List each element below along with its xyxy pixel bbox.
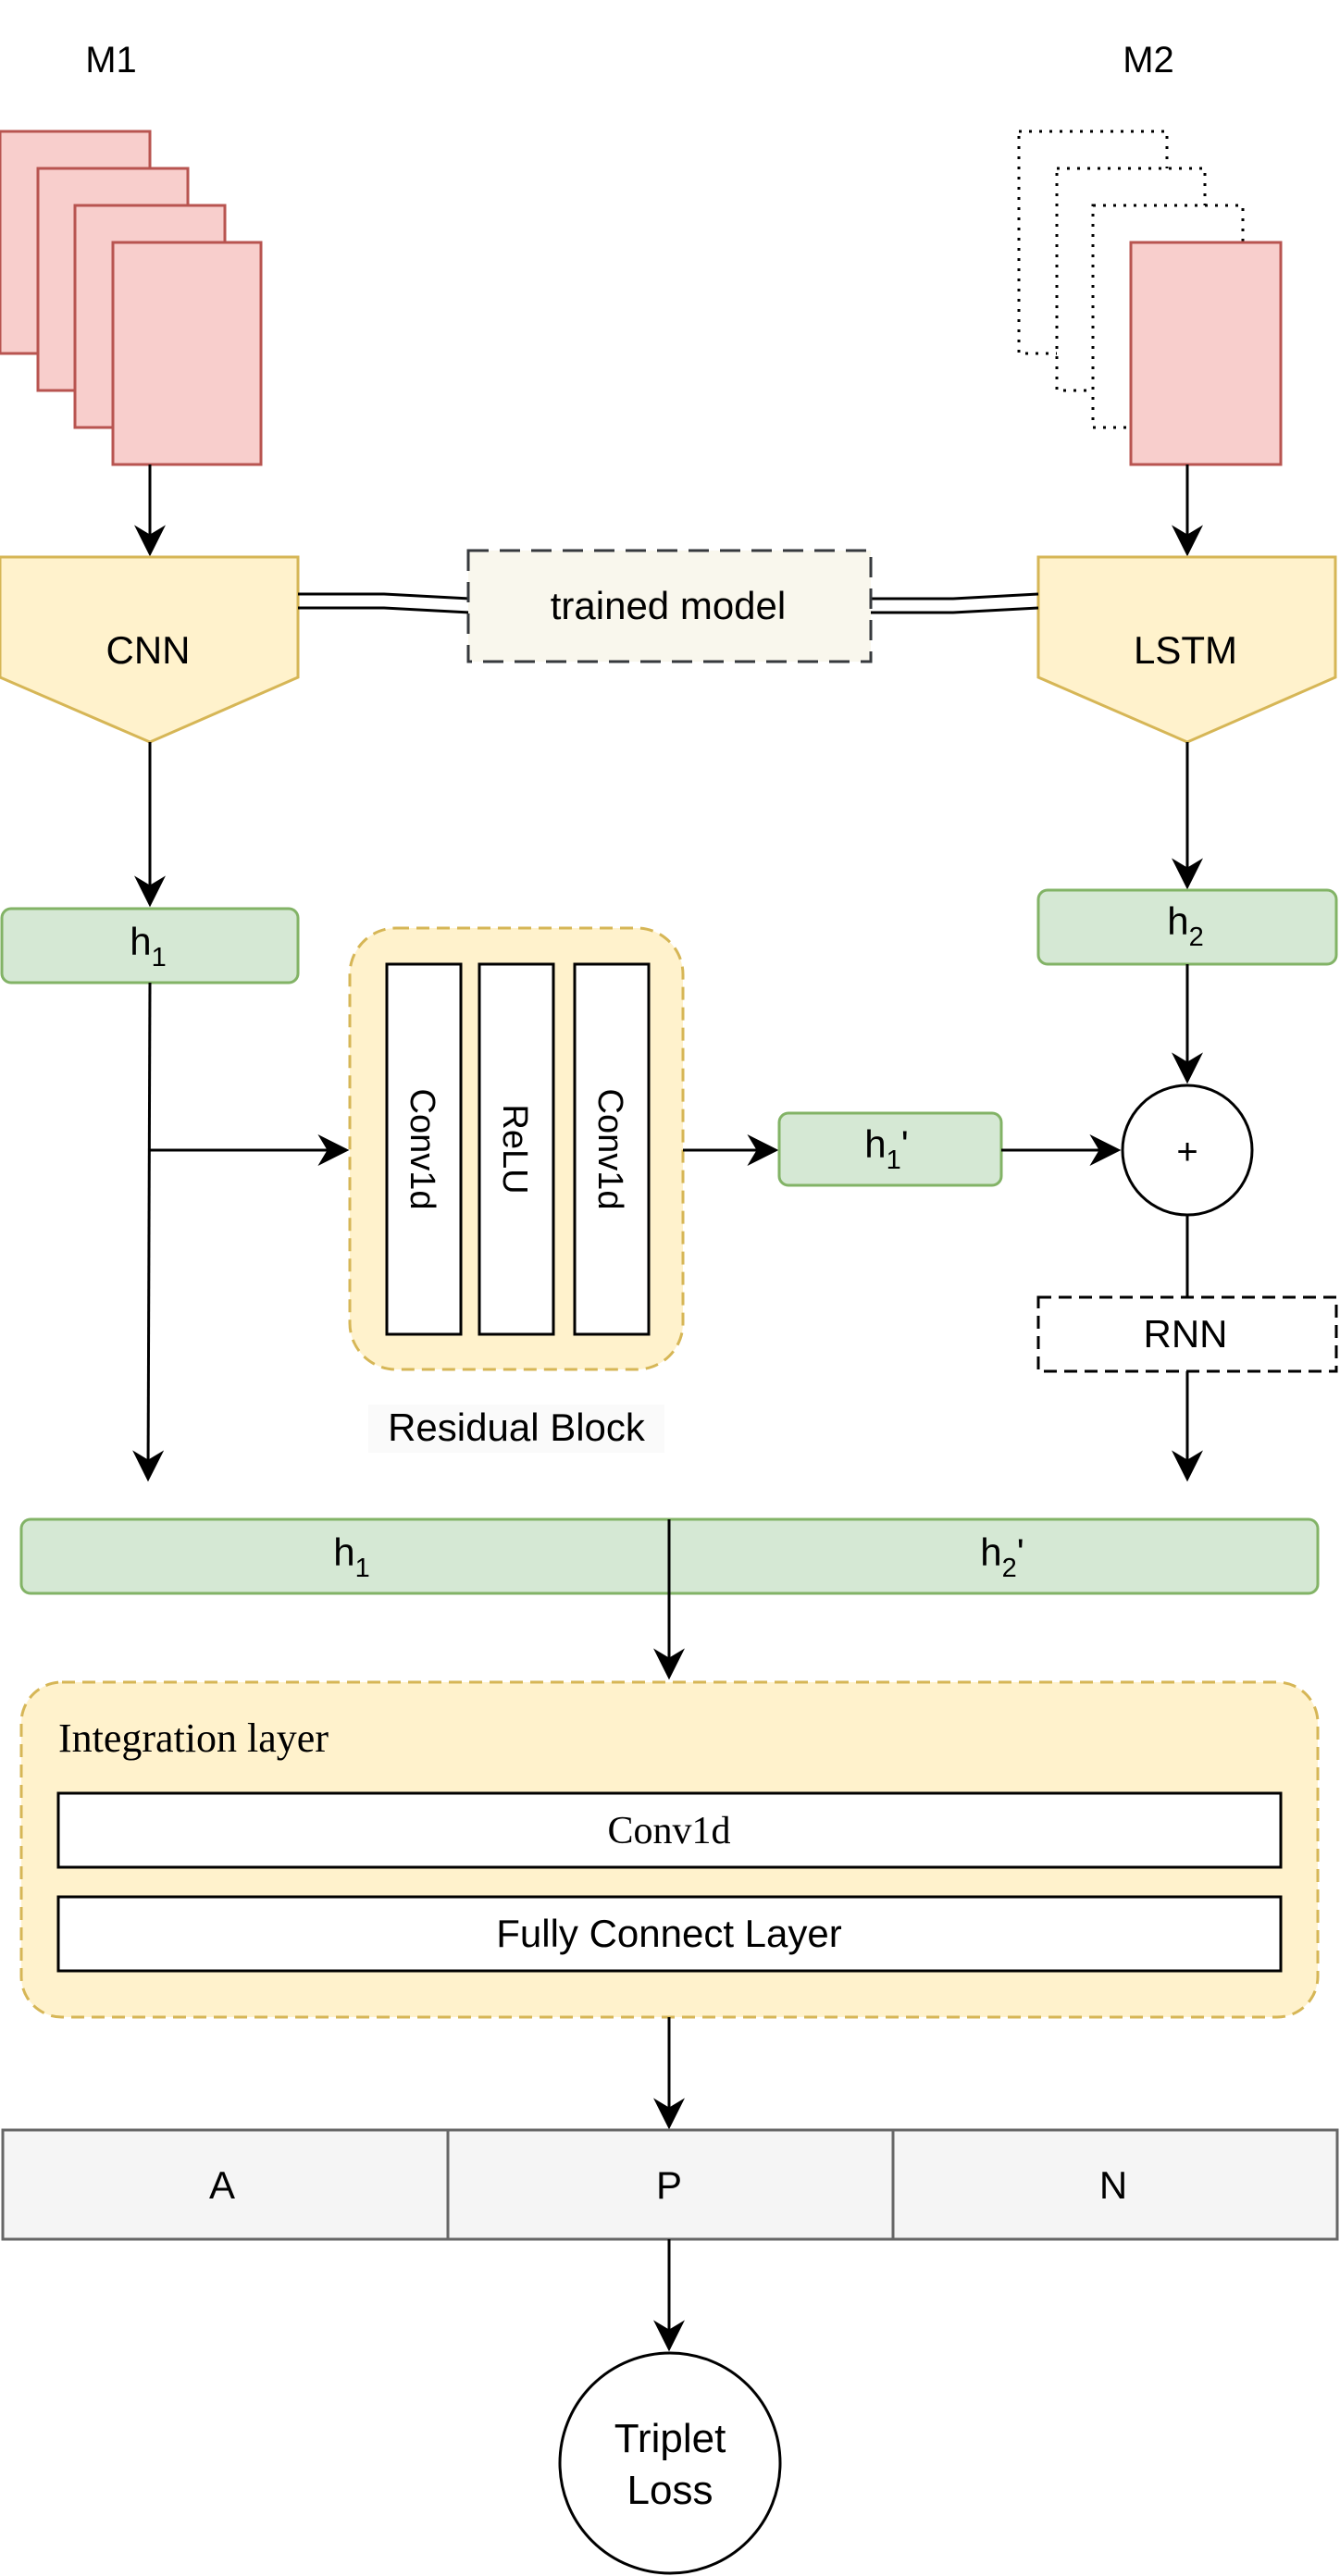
residual-block-caption: Residual Block	[388, 1406, 646, 1449]
residual-relu-label: ReLU	[495, 1104, 534, 1194]
integration-conv1d-box	[56, 1791, 1283, 1869]
negative-label: N	[1099, 2163, 1127, 2207]
svg-text:h1: h1	[130, 920, 167, 972]
residual-block: Conv1d ReLU Conv1d	[348, 926, 685, 1371]
m2-frame-present	[1129, 241, 1283, 466]
negative-cell	[891, 2128, 1339, 2241]
h1-prime-label: h	[864, 1122, 886, 1166]
rnn-box: RNN	[1036, 1295, 1338, 1373]
h1-prime-feature: h1'	[777, 1111, 1003, 1187]
h2-label: h	[1167, 899, 1188, 943]
svg-text:h1: h1	[333, 1530, 370, 1583]
concat-h1-label: h	[333, 1530, 354, 1574]
h2-subscript: 2	[1189, 923, 1204, 952]
svg-text:h1': h1'	[864, 1122, 909, 1175]
residual-conv1d-b-label: Conv1d	[590, 1089, 629, 1210]
lstm-label: LSTM	[1134, 628, 1237, 672]
svg-text:h2': h2'	[980, 1530, 1024, 1583]
residual-conv1d-a-label: Conv1d	[403, 1089, 441, 1210]
m1-frame-4	[111, 241, 263, 466]
cnn-label: CNN	[106, 628, 191, 672]
add-symbol: +	[1176, 1132, 1197, 1172]
m1-label: M1	[85, 40, 137, 80]
add-node: +	[1121, 1084, 1254, 1217]
residual-relu	[478, 962, 555, 1336]
m2-label: M2	[1123, 40, 1174, 80]
residual-conv1d-a	[385, 962, 463, 1336]
positive-label: P	[656, 2163, 682, 2207]
integration-layer-title: Integration layer	[58, 1715, 329, 1761]
trained-model-label: trained model	[551, 584, 786, 627]
h1-feature: h1	[0, 907, 300, 985]
rnn-label: RNN	[1144, 1312, 1228, 1356]
trained-model-box: trained model	[466, 549, 873, 663]
h1-subscript: 1	[152, 943, 167, 972]
triplet-loss-node: Triplet Loss	[558, 2351, 782, 2575]
positive-cell	[446, 2128, 895, 2241]
triplet-loss-line1: Triplet	[614, 2416, 726, 2461]
residual-conv1d-b	[573, 962, 651, 1336]
concat-h2-label: h	[980, 1530, 1001, 1574]
h1-prime-mark: '	[901, 1122, 909, 1166]
m1-input-stack	[0, 130, 263, 466]
h1-to-concat-arrow	[132, 982, 165, 1482]
anchor-label: A	[209, 2163, 235, 2207]
trained-model-links	[298, 592, 1039, 614]
concat-h1-subscript: 1	[355, 1554, 370, 1583]
anchor-cell	[1, 2128, 450, 2241]
concat-h2-subscript: 2	[1002, 1554, 1017, 1583]
triplet-loss-line2: Loss	[627, 2468, 713, 2513]
h1-label: h	[130, 920, 151, 963]
integration-layer: Integration layer Conv1d Fully Connect L…	[19, 1680, 1320, 2019]
svg-text:h2: h2	[1167, 899, 1204, 952]
triplet-samples: A P N	[1, 2128, 1339, 2241]
h2-feature: h2	[1036, 888, 1338, 966]
lstm-encoder: LSTM	[1036, 555, 1337, 744]
fully-connect-label: Fully Connect Layer	[496, 1912, 842, 1955]
m2-input-stack	[1017, 130, 1283, 466]
integration-conv1d-label: Conv1d	[607, 1810, 730, 1852]
h1-prime-subscript: 1	[887, 1146, 901, 1175]
fully-connect-box	[56, 1895, 1283, 1973]
cnn-encoder: CNN	[0, 555, 300, 744]
residual-block-caption-bg	[368, 1405, 664, 1453]
concat-h2-mark: '	[1017, 1530, 1024, 1574]
